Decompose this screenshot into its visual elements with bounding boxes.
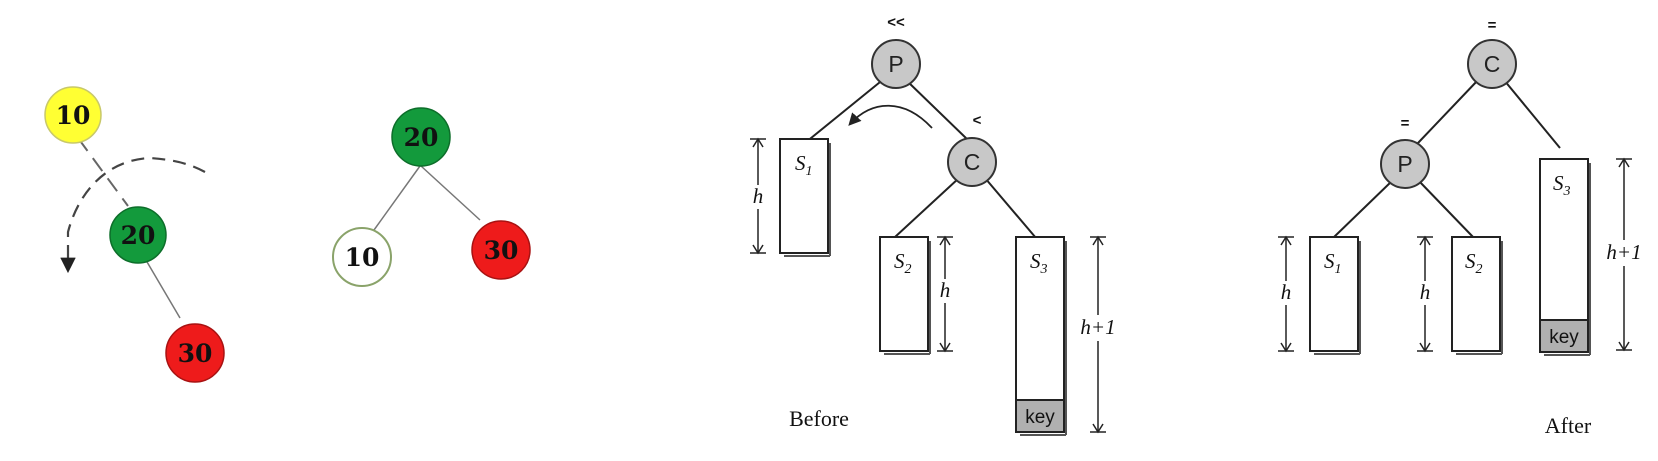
edge-10-20 xyxy=(77,137,129,207)
node-c: C xyxy=(947,137,997,187)
node-10-label: 10 xyxy=(345,243,380,272)
node-30: 30 xyxy=(471,220,531,280)
height-s3: h+1 xyxy=(1606,240,1641,264)
node-10: 10 xyxy=(332,227,392,287)
node-10-label: 10 xyxy=(56,101,91,130)
height-s3: h+1 xyxy=(1080,315,1115,339)
height-bracket-s1 xyxy=(1278,235,1294,353)
subtree-s1: S1 xyxy=(779,138,831,257)
subtree-s2: S2 xyxy=(1451,236,1503,355)
avl-before: << P < C S1 S2 key xyxy=(749,14,1122,436)
after-caption: After xyxy=(1545,413,1592,438)
node-p: P xyxy=(871,39,921,89)
node-10: 10 xyxy=(44,86,102,144)
edge-p-s1 xyxy=(799,77,886,148)
edge-20-10 xyxy=(373,165,421,231)
node-30: 30 xyxy=(165,323,225,383)
s3-label: S3 xyxy=(1553,171,1571,199)
height-s1: h xyxy=(1281,280,1292,304)
colored-tree-after: 20 10 30 xyxy=(332,107,531,287)
node-20-label: 20 xyxy=(404,123,439,152)
s1-label: S1 xyxy=(1324,249,1342,277)
rotation-arrow xyxy=(848,104,933,129)
s3-label: S3 xyxy=(1030,249,1048,277)
key-label: key xyxy=(1549,327,1579,348)
child-balance: < xyxy=(973,112,982,129)
node-p: P xyxy=(1380,139,1430,189)
s1-label: S1 xyxy=(795,151,813,179)
s2-label: S2 xyxy=(894,249,912,277)
key-label: key xyxy=(1025,407,1055,428)
root-balance: = xyxy=(1488,17,1497,34)
node-p-label: P xyxy=(888,51,903,77)
node-30-label: 30 xyxy=(178,339,213,368)
height-s1: h xyxy=(753,184,764,208)
height-s2: h xyxy=(940,278,951,302)
height-s2: h xyxy=(1420,280,1431,304)
subtree-s1: S1 xyxy=(1309,236,1361,355)
colored-tree-before: 10 20 30 xyxy=(44,86,225,383)
parent-balance: << xyxy=(887,14,905,31)
child-balance: = xyxy=(1401,115,1410,132)
edge-p-s2 xyxy=(1417,179,1475,239)
edge-c-s2 xyxy=(894,177,960,238)
edge-p-s1 xyxy=(1332,179,1394,239)
node-p-label: P xyxy=(1397,151,1412,177)
avl-after: = C = P S1 S2 key xyxy=(1277,17,1648,438)
node-c-label: C xyxy=(964,149,981,175)
edge-c-s3 xyxy=(984,177,1037,239)
node-30-label: 30 xyxy=(484,236,519,265)
before-caption: Before xyxy=(789,406,849,431)
node-20: 20 xyxy=(109,206,167,264)
s2-label: S2 xyxy=(1465,249,1483,277)
node-c-label: C xyxy=(1484,51,1501,77)
subtree-s3: key S3 xyxy=(1539,158,1591,356)
edge-20-30 xyxy=(420,165,481,221)
edge-c-p xyxy=(1417,79,1479,144)
node-20: 20 xyxy=(391,107,451,167)
node-20-label: 20 xyxy=(121,221,156,250)
edge-p-c xyxy=(905,79,969,141)
node-c: C xyxy=(1467,39,1517,89)
subtree-s2: S2 xyxy=(879,236,931,355)
edge-c-s3 xyxy=(1503,79,1561,149)
rotation-arrow xyxy=(60,156,206,274)
subtree-s3: key S3 xyxy=(1015,236,1067,436)
